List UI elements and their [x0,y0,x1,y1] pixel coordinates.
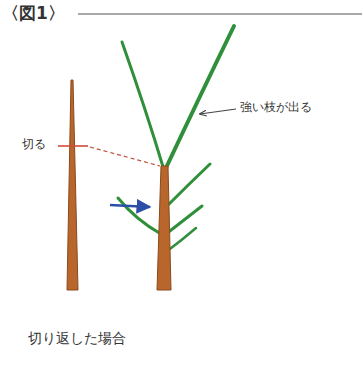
pointer-arrow [110,205,150,207]
uncut-stem [67,80,78,290]
figure-caption: 切り返した場合 [28,330,126,347]
cut-guide [90,147,160,166]
title-rule [78,13,362,14]
cut-trunk [157,166,171,290]
cut-mark [58,145,88,147]
branch-note: 強い枝が出る [240,100,312,114]
branches [118,26,234,252]
leader-arrow [200,109,236,114]
figure-title: 〈図1〉 [2,3,65,23]
cut-label: 切る [22,137,46,151]
